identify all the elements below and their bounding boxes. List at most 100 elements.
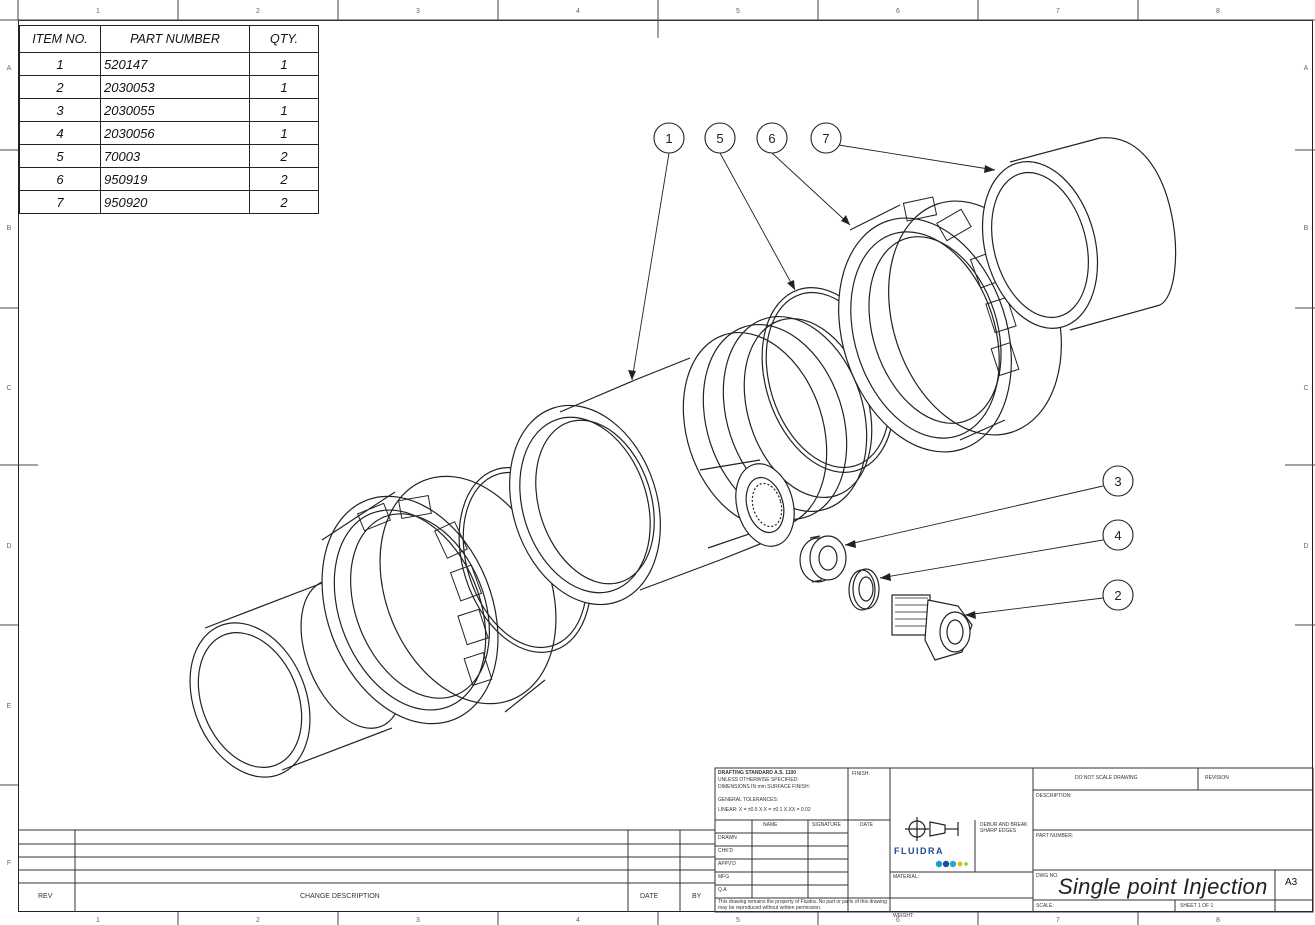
name-header: NAME bbox=[763, 822, 778, 828]
bom-part-number: 70003 bbox=[100, 144, 250, 168]
part-number-label: PART NUMBER: bbox=[1036, 833, 1074, 839]
bom-item-no: 2 bbox=[19, 75, 101, 99]
description-label: DESCRIPTION: bbox=[1036, 793, 1072, 799]
balloon-2-label: 2 bbox=[1114, 588, 1121, 603]
zone-row-a-right: A bbox=[1304, 65, 1309, 72]
balloon-7 bbox=[810, 122, 842, 154]
rev-by-label: BY bbox=[692, 893, 702, 900]
washer-part-3 bbox=[799, 535, 847, 583]
leader-3 bbox=[844, 485, 1104, 546]
zone-row-d: D bbox=[6, 543, 11, 550]
bom-header-part: PART NUMBER bbox=[100, 25, 250, 53]
sheet-label: SHEET 1 OF 1 bbox=[1180, 903, 1214, 909]
date-header: DATE bbox=[860, 822, 873, 828]
dimensions-note: DIMENSIONS IN mm SURFACE FINISH: bbox=[718, 784, 810, 790]
leader-5 bbox=[719, 152, 796, 291]
balloon-1-label: 1 bbox=[665, 131, 672, 146]
zone-col-4: 4 bbox=[576, 8, 580, 15]
revision-label: REVISION bbox=[1205, 775, 1229, 781]
bom-part-number: 950919 bbox=[100, 167, 250, 191]
sheet-size: A3 bbox=[1285, 877, 1298, 888]
zone-row-c: C bbox=[6, 385, 11, 392]
zone-row-c-right: C bbox=[1303, 385, 1308, 392]
zone-col-8: 8 bbox=[1216, 8, 1220, 15]
zone-col-7-bottom: 7 bbox=[1056, 917, 1060, 924]
deburr-note: DEBUR AND BREAK SHARP EDGES bbox=[980, 822, 1028, 834]
zone-row-b: B bbox=[7, 225, 12, 232]
bom-part-number: 2030055 bbox=[100, 98, 250, 122]
balloon-5 bbox=[704, 122, 736, 154]
zone-row-d-right: D bbox=[1303, 543, 1308, 550]
tolerances-note: GENERAL TOLERANCES: bbox=[718, 797, 779, 803]
zone-col-5: 5 bbox=[736, 8, 740, 15]
right-union-nut bbox=[838, 196, 1062, 453]
unless-specified: UNLESS OTHERWISE SPECIFIED: bbox=[718, 777, 799, 783]
dwg-no-label: DWG NO. bbox=[1036, 873, 1059, 879]
balloon-4 bbox=[1102, 519, 1134, 551]
bom-part-number: 950920 bbox=[100, 190, 250, 214]
zone-col-5-bottom: 5 bbox=[736, 917, 740, 924]
right-pipe-end bbox=[981, 137, 1177, 331]
zone-col-6: 6 bbox=[896, 8, 900, 15]
approved-label: APPV'D bbox=[718, 861, 736, 867]
balloon-6 bbox=[756, 122, 788, 154]
leader-2 bbox=[964, 597, 1104, 616]
bom-item-no: 7 bbox=[19, 190, 101, 214]
scale-label: SCALE: bbox=[1036, 903, 1054, 909]
do-not-scale-note: DO NOT SCALE DRAWING bbox=[1075, 775, 1138, 781]
bom-qty: 2 bbox=[249, 190, 319, 214]
bom-part-number: 2030053 bbox=[100, 75, 250, 99]
bom-item-no: 5 bbox=[19, 144, 101, 168]
balloon-6-label: 6 bbox=[768, 131, 775, 146]
leader-6 bbox=[771, 152, 851, 226]
weight-label: WEIGHT: bbox=[893, 913, 914, 919]
rev-date-label: DATE bbox=[640, 893, 659, 900]
signature-header: SIGNATURE bbox=[812, 822, 841, 828]
zone-row-a: A bbox=[7, 65, 12, 72]
zone-col-1-bottom: 1 bbox=[96, 917, 100, 924]
seal-ring-part-4 bbox=[848, 568, 880, 611]
checked-label: CHK'D bbox=[718, 848, 734, 854]
bom-item-no: 6 bbox=[19, 167, 101, 191]
bom-qty: 1 bbox=[249, 98, 319, 122]
material-label: MATERIAL: bbox=[893, 874, 920, 880]
balloon-1 bbox=[653, 122, 685, 154]
bom-part-number: 2030056 bbox=[100, 121, 250, 145]
bom-header-qty: QTY. bbox=[249, 25, 319, 53]
zone-col-8-bottom: 8 bbox=[1216, 917, 1220, 924]
bom-qty: 1 bbox=[249, 75, 319, 99]
linear-tolerance: LINEAR: X = ±0.5 X.X = ±0.1 X.XX = 0.02 bbox=[718, 807, 811, 813]
balloon-3 bbox=[1102, 465, 1134, 497]
bom-qty: 1 bbox=[249, 52, 319, 76]
property-note: This drawing remains the property of Flu… bbox=[718, 899, 887, 911]
zone-row-b-right: B bbox=[1304, 225, 1309, 232]
leader-1 bbox=[631, 152, 670, 381]
drawn-label: DRAWN bbox=[718, 835, 737, 841]
rev-label: REV bbox=[38, 893, 53, 900]
zone-col-4-bottom: 4 bbox=[576, 917, 580, 924]
zone-col-2: 2 bbox=[256, 8, 260, 15]
fluidra-wordmark: FLUIDRA bbox=[894, 846, 944, 856]
zone-col-3: 3 bbox=[416, 8, 420, 15]
balloon-7-label: 7 bbox=[822, 131, 829, 146]
qa-label: Q.A bbox=[718, 887, 727, 893]
hex-plug-part-2 bbox=[891, 594, 973, 661]
left-union-nut bbox=[321, 475, 557, 725]
change-description-label: CHANGE DESCRIPTION bbox=[300, 893, 380, 900]
zone-col-6-bottom: 6 bbox=[896, 917, 900, 924]
balloon-5-label: 5 bbox=[716, 131, 723, 146]
zone-col-3-bottom: 3 bbox=[416, 917, 420, 924]
leader-4 bbox=[879, 539, 1104, 579]
fluidra-logo bbox=[905, 817, 959, 841]
fluidra-dots-icon bbox=[935, 860, 968, 868]
zone-row-e: E bbox=[7, 703, 12, 710]
finish-label: FINISH: bbox=[852, 771, 870, 777]
